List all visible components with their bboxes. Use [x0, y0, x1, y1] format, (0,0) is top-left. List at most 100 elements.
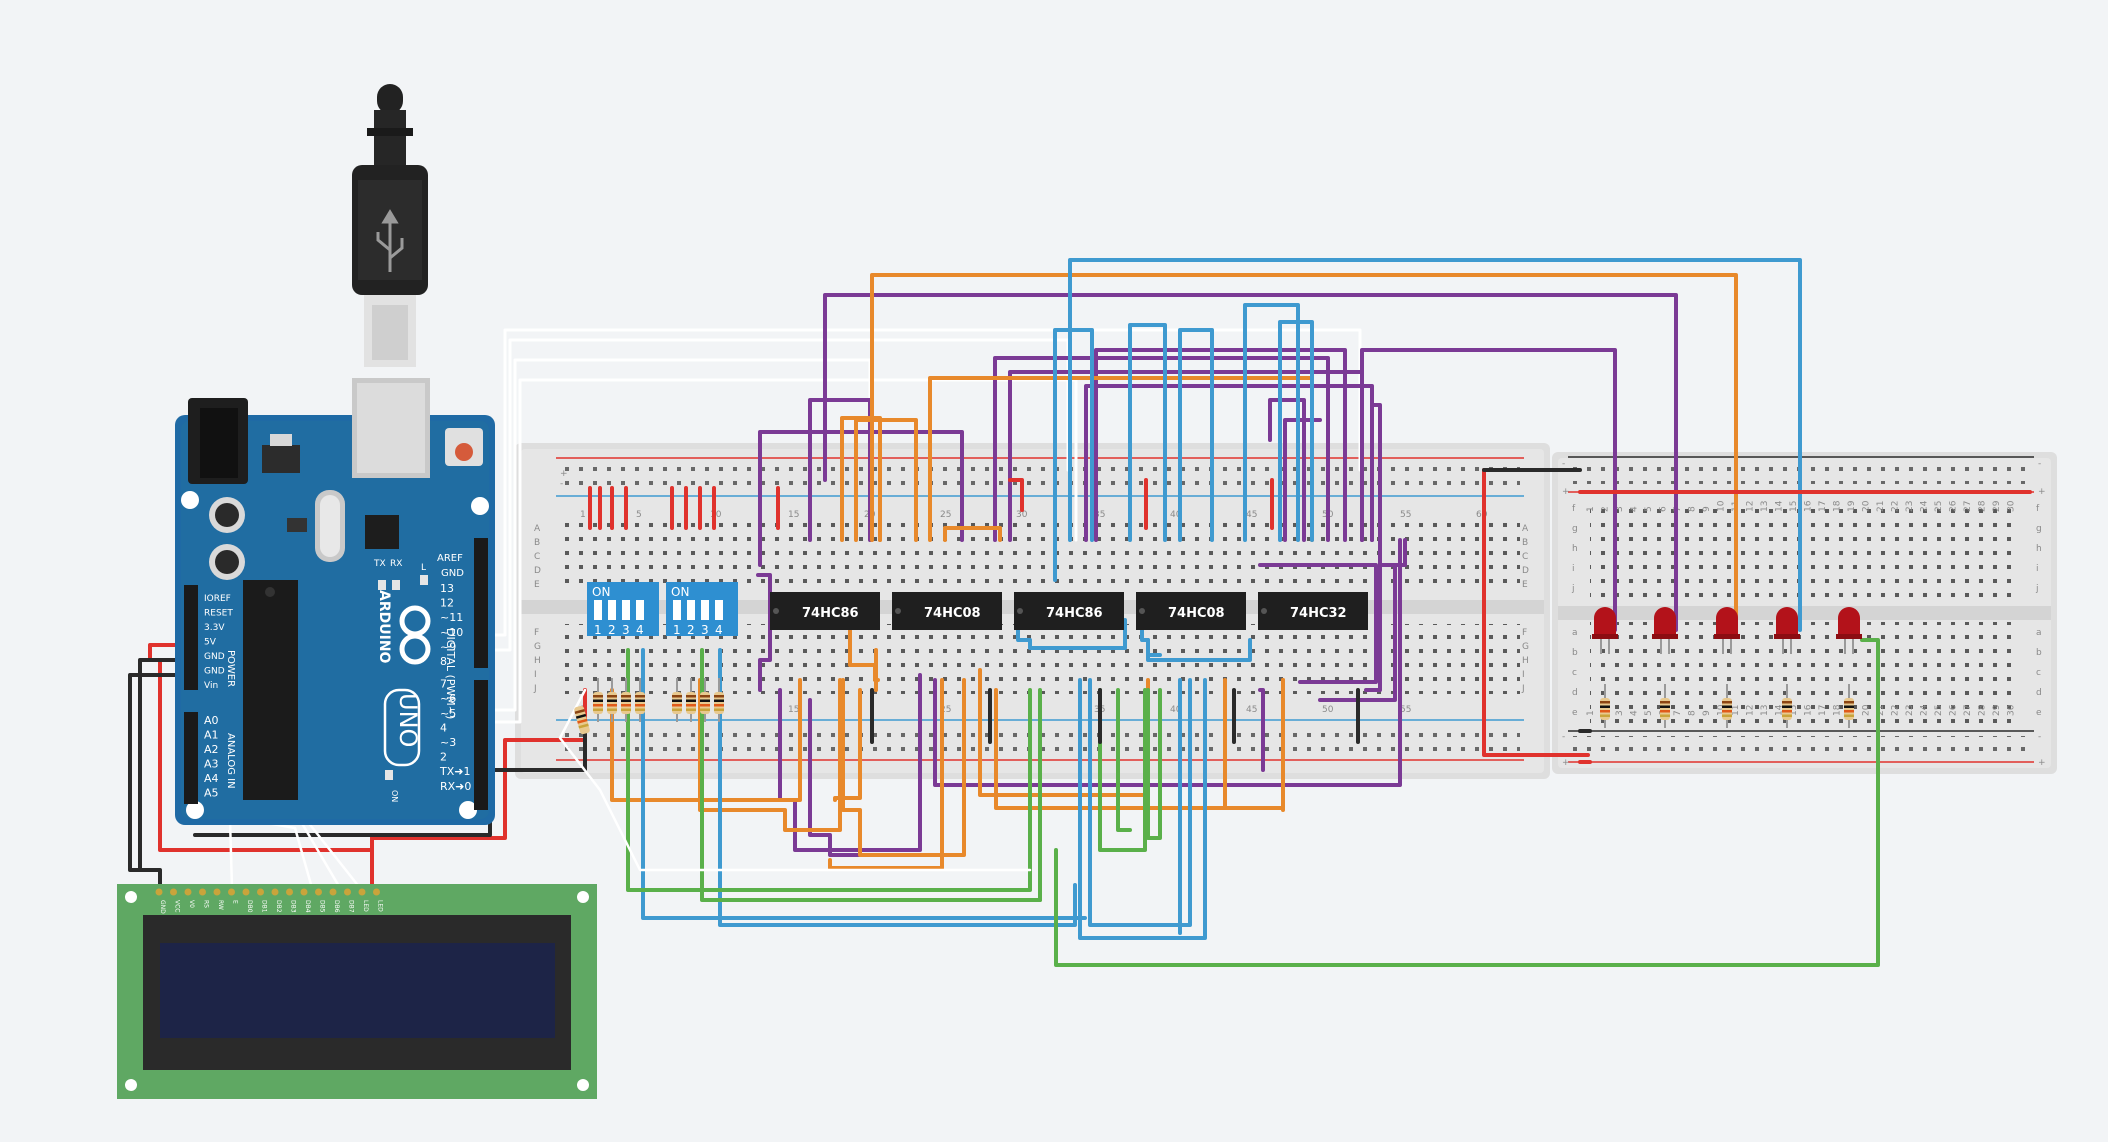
- lcd-pin[interactable]: [184, 888, 192, 896]
- led-resistor[interactable]: [1782, 684, 1792, 728]
- row-letter: b: [1572, 648, 1578, 658]
- chip-74hc86-2[interactable]: 74HC86: [1014, 592, 1124, 630]
- red-led[interactable]: [1652, 607, 1678, 654]
- lcd-pin[interactable]: [373, 888, 380, 896]
- lcd-pin[interactable]: [228, 888, 235, 896]
- rail-sign: +: [1562, 758, 1570, 768]
- dip-number: 4: [715, 623, 723, 637]
- column-number: 29: [1992, 704, 2002, 716]
- rail-sign: -: [560, 479, 563, 489]
- lcd-pin[interactable]: [213, 888, 221, 896]
- chip-74hc08-1[interactable]: 74HC08: [892, 592, 1002, 630]
- pull-down-resistor[interactable]: [686, 678, 696, 722]
- column-number: 26: [1949, 500, 1959, 512]
- column-number: 26: [1949, 704, 1959, 716]
- lcd-pin[interactable]: [358, 888, 366, 896]
- pull-down-resistor[interactable]: [621, 678, 631, 722]
- row-letter: a: [2036, 628, 2042, 638]
- led-resistor[interactable]: [1722, 684, 1732, 728]
- rail-sign: +: [2038, 758, 2046, 768]
- column-number: 14: [1775, 704, 1785, 716]
- column-number: 55: [1400, 705, 1411, 715]
- digital-pin-label: ~10: [440, 626, 463, 639]
- analog-pin-label: A4: [204, 772, 219, 785]
- power-pin-label: GND: [204, 652, 225, 662]
- row-letter: f: [2036, 504, 2040, 514]
- led-resistor[interactable]: [1660, 684, 1670, 728]
- dip-number: 2: [608, 623, 616, 637]
- analog-pin-label: A1: [204, 729, 219, 742]
- lcd-pin[interactable]: [199, 888, 206, 896]
- lcd-pin[interactable]: [155, 888, 163, 896]
- led-resistor[interactable]: [1600, 684, 1610, 728]
- column-number: 25: [1934, 705, 1944, 716]
- led-resistor[interactable]: [1844, 684, 1854, 728]
- wires: [128, 258, 2032, 967]
- column-number: 6: [1659, 506, 1669, 512]
- row-letter: A: [1522, 524, 1529, 534]
- column-number: 8: [1688, 506, 1698, 512]
- row-letter: i: [2036, 564, 2039, 574]
- digital-pin-label: ~11: [440, 611, 463, 624]
- pull-down-resistor[interactable]: [672, 678, 682, 722]
- red-led[interactable]: [1592, 607, 1618, 654]
- led-breadboard[interactable]: - + - + - + - + f g h i j a b c d e f g …: [1552, 452, 2057, 774]
- digital-pin-label: ~3: [440, 736, 456, 749]
- power-label: POWER: [225, 650, 236, 687]
- column-number: 15: [788, 510, 799, 520]
- lcd-pin[interactable]: [344, 888, 351, 896]
- arduino-board[interactable]: ARDUINO UNO TX RX L ON AREF GND 1312~11~…: [175, 378, 495, 825]
- pull-down-resistor[interactable]: [607, 678, 617, 722]
- red-led[interactable]: [1836, 607, 1862, 654]
- column-number: 50: [1322, 705, 1334, 715]
- row-letter: f: [1572, 504, 1576, 514]
- pull-down-resistor[interactable]: [593, 678, 603, 722]
- logic-chips[interactable]: 74HC86 74HC08 74HC86 74HC08 74HC32: [770, 592, 1368, 630]
- red-led[interactable]: [1714, 607, 1740, 654]
- row-letter: h: [2036, 544, 2042, 554]
- column-number: 10: [1717, 500, 1727, 512]
- lcd-pin[interactable]: [286, 888, 293, 896]
- resistor[interactable]: [574, 705, 591, 735]
- rail-sign: +: [560, 469, 568, 479]
- column-number: 9: [1702, 506, 1712, 512]
- red-led[interactable]: [1774, 607, 1800, 654]
- row-letter: B: [534, 538, 540, 548]
- chip-label: 74HC86: [1046, 606, 1103, 621]
- chip-74hc86-1[interactable]: 74HC86: [770, 592, 880, 630]
- lcd-pin[interactable]: [329, 888, 337, 896]
- chip-74hc08-2[interactable]: 74HC08: [1136, 592, 1246, 630]
- lcd-pin-label: LED: [362, 900, 369, 912]
- output-leds[interactable]: [1592, 607, 1862, 728]
- dip-on-label: ON: [592, 585, 610, 599]
- column-number: 15: [1789, 501, 1799, 512]
- lcd-pin[interactable]: [315, 888, 322, 896]
- dip-number: 4: [636, 623, 644, 637]
- dip-switch-2[interactable]: ON 1 2 3 4: [666, 582, 738, 637]
- column-number: 55: [1400, 510, 1411, 520]
- lcd-pin[interactable]: [271, 888, 279, 896]
- column-number: 7: [1673, 710, 1683, 716]
- column-number: 24: [1920, 704, 1930, 716]
- row-letter: C: [1522, 552, 1528, 562]
- row-letter: I: [1522, 670, 1525, 680]
- pull-down-resistor[interactable]: [714, 678, 724, 722]
- column-number: 45: [1246, 510, 1257, 520]
- dip-switch-1[interactable]: ON 1 2 3 4: [587, 582, 659, 637]
- usb-cable[interactable]: [352, 84, 428, 367]
- pull-down-resistor[interactable]: [635, 678, 645, 722]
- lcd-pin[interactable]: [257, 888, 264, 896]
- column-number: 21: [1876, 501, 1886, 512]
- lcd-pin[interactable]: [170, 888, 177, 896]
- lcd-pin[interactable]: [242, 888, 250, 896]
- column-number: 1: [580, 510, 586, 520]
- lcd-pin[interactable]: [300, 888, 308, 896]
- chip-74hc32[interactable]: 74HC32: [1258, 592, 1368, 630]
- pull-down-resistor[interactable]: [700, 678, 710, 722]
- digital-pin-label: 4: [440, 721, 447, 734]
- power-pin-label: RESET: [204, 609, 233, 619]
